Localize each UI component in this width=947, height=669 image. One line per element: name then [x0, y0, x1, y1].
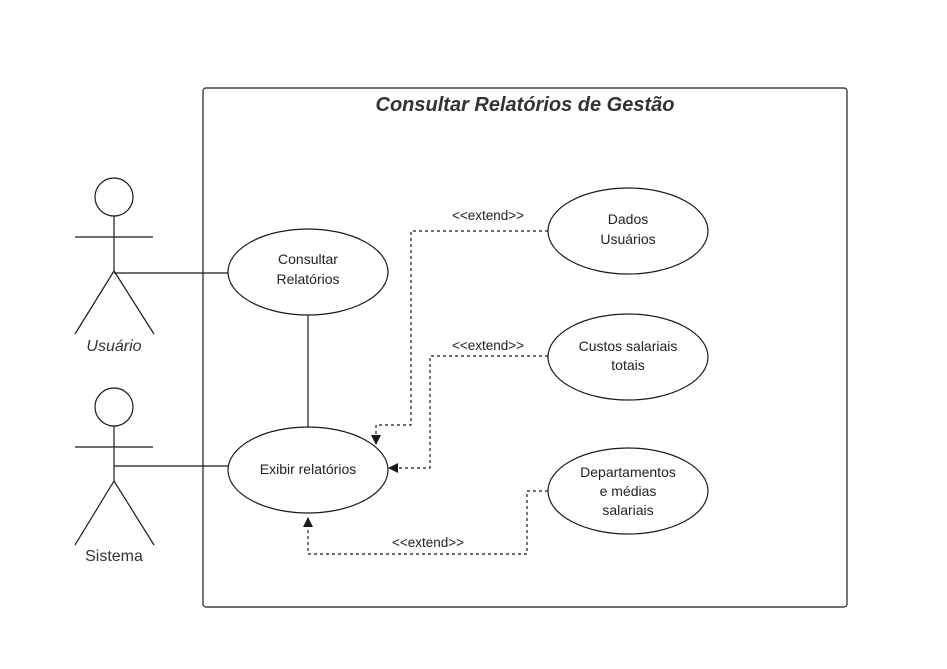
- use-case-consultar-line2: Relatórios: [276, 271, 339, 287]
- use-case-dados-usuarios[interactable]: Dados Usuários: [547, 187, 709, 275]
- use-case-consultar-relatorios[interactable]: Consultar Relatórios: [227, 228, 389, 316]
- use-case-dados-line2: Usuários: [600, 231, 655, 247]
- extend-custos-label: <<extend>>: [452, 338, 524, 353]
- extend-departamentos-label: <<extend>>: [392, 535, 464, 550]
- use-case-departamentos-line3: salariais: [602, 502, 653, 518]
- use-case-custos-salariais[interactable]: Custos salariais totais: [547, 313, 709, 401]
- extend-custos-connector: [388, 355, 548, 473]
- use-case-dados-line1: Dados: [608, 211, 648, 227]
- use-case-custos-line2: totais: [611, 357, 644, 373]
- extend-departamentos-connector: [303, 490, 548, 555]
- actor-sistema-label: Sistema: [85, 548, 143, 565]
- extend-dados-connector: [371, 230, 548, 445]
- actor-usuario[interactable]: [74, 177, 155, 335]
- extend-dados-label: <<extend>>: [452, 208, 524, 223]
- use-case-departamentos-line2: e médias: [600, 483, 657, 499]
- system-boundary: [202, 87, 848, 608]
- actor-sistema[interactable]: [74, 387, 155, 546]
- use-case-consultar-line1: Consultar: [278, 251, 338, 267]
- use-case-exibir-line1: Exibir relatórios: [260, 461, 356, 477]
- system-title: Consultar Relatórios de Gestão: [376, 94, 675, 116]
- use-case-exibir-relatorios[interactable]: Exibir relatórios: [227, 426, 389, 514]
- actor-usuario-label: Usuário: [86, 338, 141, 355]
- use-case-departamentos[interactable]: Departamentos e médias salariais: [547, 447, 709, 535]
- use-case-departamentos-line1: Departamentos: [580, 464, 676, 480]
- use-case-custos-line1: Custos salariais: [579, 338, 678, 354]
